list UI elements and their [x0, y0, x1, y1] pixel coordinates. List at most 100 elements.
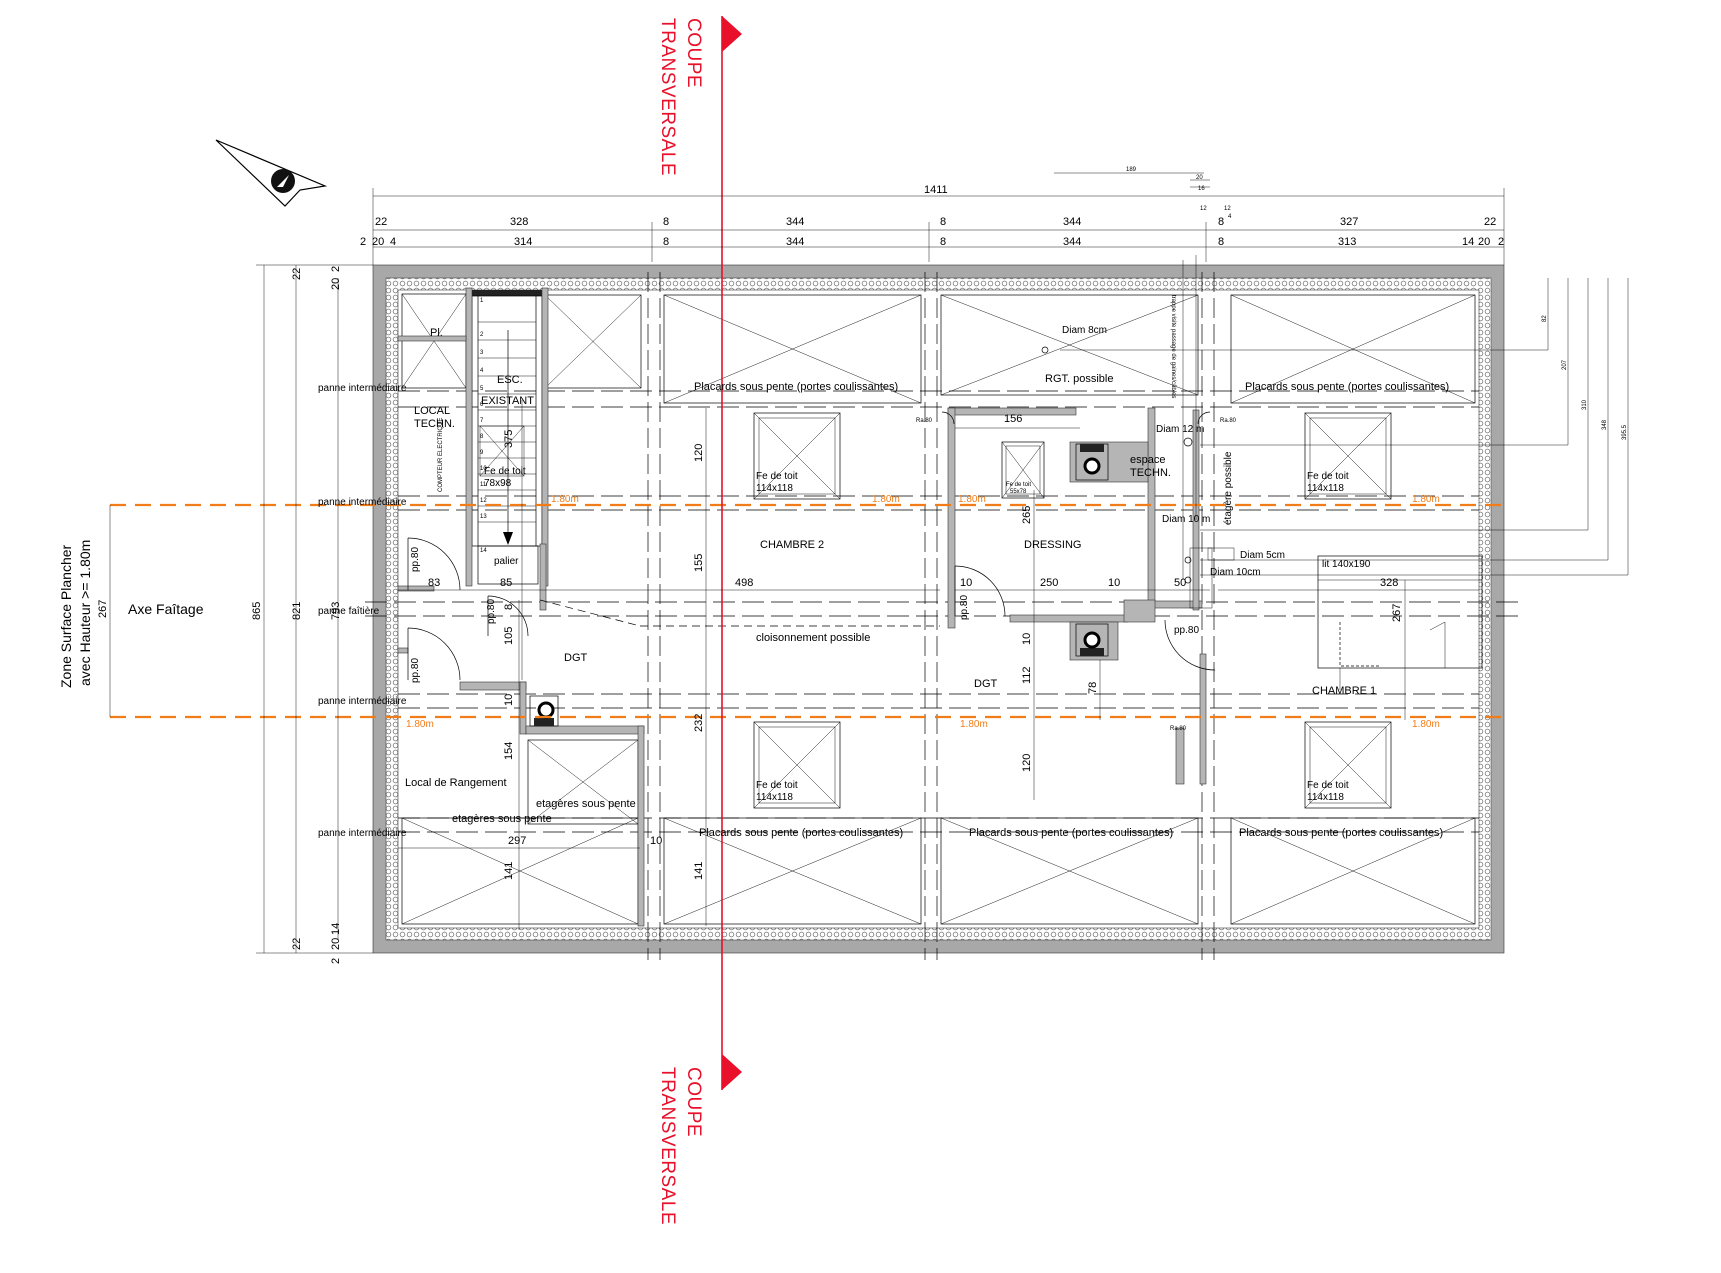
- right-dimensions: 82 207 310 348 395.5: [1542, 315, 1628, 440]
- dim-text: 83: [428, 577, 440, 589]
- height-label: 1.80m: [551, 494, 579, 505]
- window-label: Fe de toit: [1307, 780, 1349, 791]
- dim-text: 20: [1478, 236, 1490, 248]
- dim-text: 14: [330, 923, 342, 935]
- step-number: 1: [480, 298, 484, 304]
- dim-text: 154: [503, 742, 515, 760]
- window-label: 114x118: [1307, 483, 1344, 494]
- room-label: DGT: [564, 652, 588, 664]
- room-label: TECHN.: [1130, 467, 1171, 479]
- dim-text: 498: [735, 577, 753, 589]
- dim-text: 2: [330, 266, 342, 272]
- door-label: pp.80: [410, 658, 421, 683]
- door-label: pp.80: [1174, 625, 1199, 636]
- dim-text: 232: [693, 714, 705, 732]
- dim-text: 14: [1462, 236, 1474, 248]
- dim-text: 16: [1198, 186, 1205, 192]
- step-number: 4: [480, 368, 484, 374]
- window-label: Fe de toit: [484, 466, 526, 477]
- height-label: 1.80m: [1412, 494, 1440, 505]
- window-labels: Fe de toit 114x118 Fe de toit 114x118 Fe…: [484, 466, 1349, 803]
- dim-text: 10: [503, 694, 515, 706]
- dim-text: 8: [940, 236, 946, 248]
- height-labels: 1.80m 1.80m 1.80m 1.80m 1.80m 1.80m 1.80…: [406, 494, 1440, 730]
- dim-text: 141: [503, 862, 515, 880]
- dim-text: 156: [1004, 413, 1022, 425]
- bed-label: lit 140x190: [1322, 559, 1371, 570]
- room-label: CHAMBRE 2: [760, 539, 824, 551]
- window-label: 78x98: [484, 478, 512, 489]
- dim-text: 344: [1063, 236, 1081, 248]
- panne-intermediaire-1: [398, 390, 1479, 408]
- diam-label: Diam 10 m: [1162, 514, 1210, 525]
- section-label: TRANSVERSALE: [657, 18, 678, 176]
- purlin-label: panne intermédiaire: [318, 828, 407, 839]
- panne-intermediaire-2: [398, 495, 1479, 511]
- section-labels: COUPE TRANSVERSALE COUPE TRANSVERSALE: [657, 18, 704, 1225]
- staircase: 1 2 3 4 5 6 7 8 9 10 11 12 13 14: [465, 287, 549, 587]
- placard-label: Placards sous pente (portes coulissantes…: [1239, 827, 1443, 839]
- dim-text: 4: [1228, 214, 1232, 220]
- panne-faitiere: [365, 601, 1525, 617]
- dim-text: 395.5: [1622, 424, 1628, 440]
- step-number: 13: [480, 514, 487, 520]
- placard-label: Placards sous pente (portes coulissantes…: [969, 827, 1173, 839]
- step-number: 11: [480, 482, 487, 488]
- dim-text: 821: [291, 602, 303, 620]
- dim-text: 82: [1542, 315, 1548, 322]
- note-label: trappe visite passage de gaines/câbles: [1170, 295, 1176, 398]
- doors: [407, 411, 1380, 681]
- dim-text: 865: [251, 602, 263, 620]
- dim-text: 10: [650, 835, 662, 847]
- dim-text: 22: [291, 268, 303, 280]
- placard-label: Placards sous pente (portes coulissantes…: [1245, 381, 1449, 393]
- placard-label: Placards sous pente (portes coulissantes…: [694, 381, 898, 393]
- dim-text: 10: [960, 577, 972, 589]
- room-label: CHAMBRE 1: [1312, 685, 1376, 697]
- dim-text: 2: [1498, 236, 1504, 248]
- dim-text: 8: [940, 216, 946, 228]
- placard-labels: Placards sous pente (portes coulissantes…: [694, 381, 1449, 839]
- note-label: etagères sous pente: [452, 813, 552, 825]
- dim-text: 2: [360, 236, 366, 248]
- dim-text: 12: [1200, 206, 1207, 212]
- dim-text: 112: [1021, 666, 1033, 684]
- step-number: 8: [480, 434, 484, 440]
- diam-label: Diam 8cm: [1062, 325, 1107, 336]
- height-lines: [110, 503, 1505, 719]
- dim-text: 793: [330, 602, 342, 620]
- dim-text: 310: [1582, 399, 1588, 410]
- zone-dim: 267: [97, 600, 109, 618]
- window-label: 114x118: [1307, 792, 1344, 803]
- room-label: EXISTANT: [481, 395, 534, 407]
- placard-label: Placards sous pente (portes coulissantes…: [699, 827, 903, 839]
- diam-labels: Diam 8cm Diam 12 m Diam 10 m Diam 5cm Di…: [1062, 295, 1285, 578]
- door-label: pp.80: [959, 595, 970, 620]
- room-label: COMPTEUR ELECTRIQUE: [438, 418, 444, 492]
- dim-text: 20: [372, 236, 384, 248]
- dim-text: 297: [508, 835, 526, 847]
- room-label: ESC.: [497, 374, 523, 386]
- dim-text: 189: [1126, 167, 1137, 173]
- top-dimensions: 1411 22 328 8 344 8 344 8 327 22 2 20 4 …: [360, 167, 1504, 248]
- note-label: étagère possible: [1223, 451, 1234, 525]
- height-label: 1.80m: [960, 719, 988, 730]
- dim-text: 20: [1196, 175, 1203, 181]
- dim-text: 8: [663, 216, 669, 228]
- storage-boxes: [401, 293, 1476, 925]
- window-label: 114x118: [756, 483, 793, 494]
- dim-text: 8: [1218, 236, 1224, 248]
- door-label: Ra.80: [916, 418, 933, 424]
- dim-text: 314: [514, 236, 532, 248]
- purlin-label: panne intermédiaire: [318, 383, 407, 394]
- step-number: 9: [480, 450, 484, 456]
- dim-text: 207: [1562, 359, 1568, 370]
- height-label: 1.80m: [1412, 719, 1440, 730]
- dim-text: 78: [1087, 682, 1099, 694]
- dim-text: 85: [500, 577, 512, 589]
- dim-text: 265: [1021, 506, 1033, 524]
- dim-text: 105: [503, 627, 515, 645]
- note-label: cloisonnement possible: [756, 632, 870, 644]
- dim-text: 12: [1224, 206, 1231, 212]
- trusses: [647, 272, 1215, 960]
